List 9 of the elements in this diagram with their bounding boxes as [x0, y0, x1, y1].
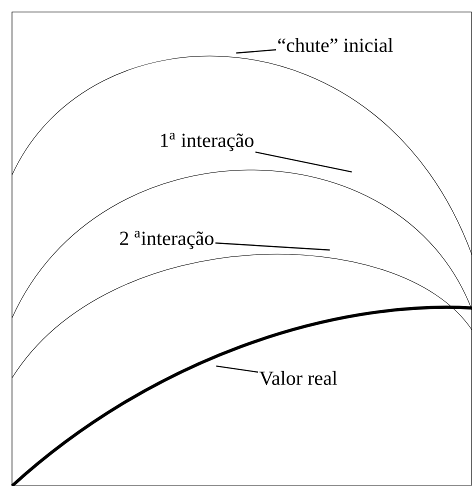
leader-line — [215, 242, 330, 251]
curve — [10, 306, 472, 486]
curve-label: 2 $^{a}$interação — [120, 230, 214, 250]
leader-line — [216, 365, 258, 373]
curve — [12, 56, 472, 256]
curve-label: “chute” inicial — [278, 38, 393, 52]
curve — [12, 170, 472, 318]
leader-line — [236, 49, 276, 54]
leader-line — [255, 151, 352, 173]
